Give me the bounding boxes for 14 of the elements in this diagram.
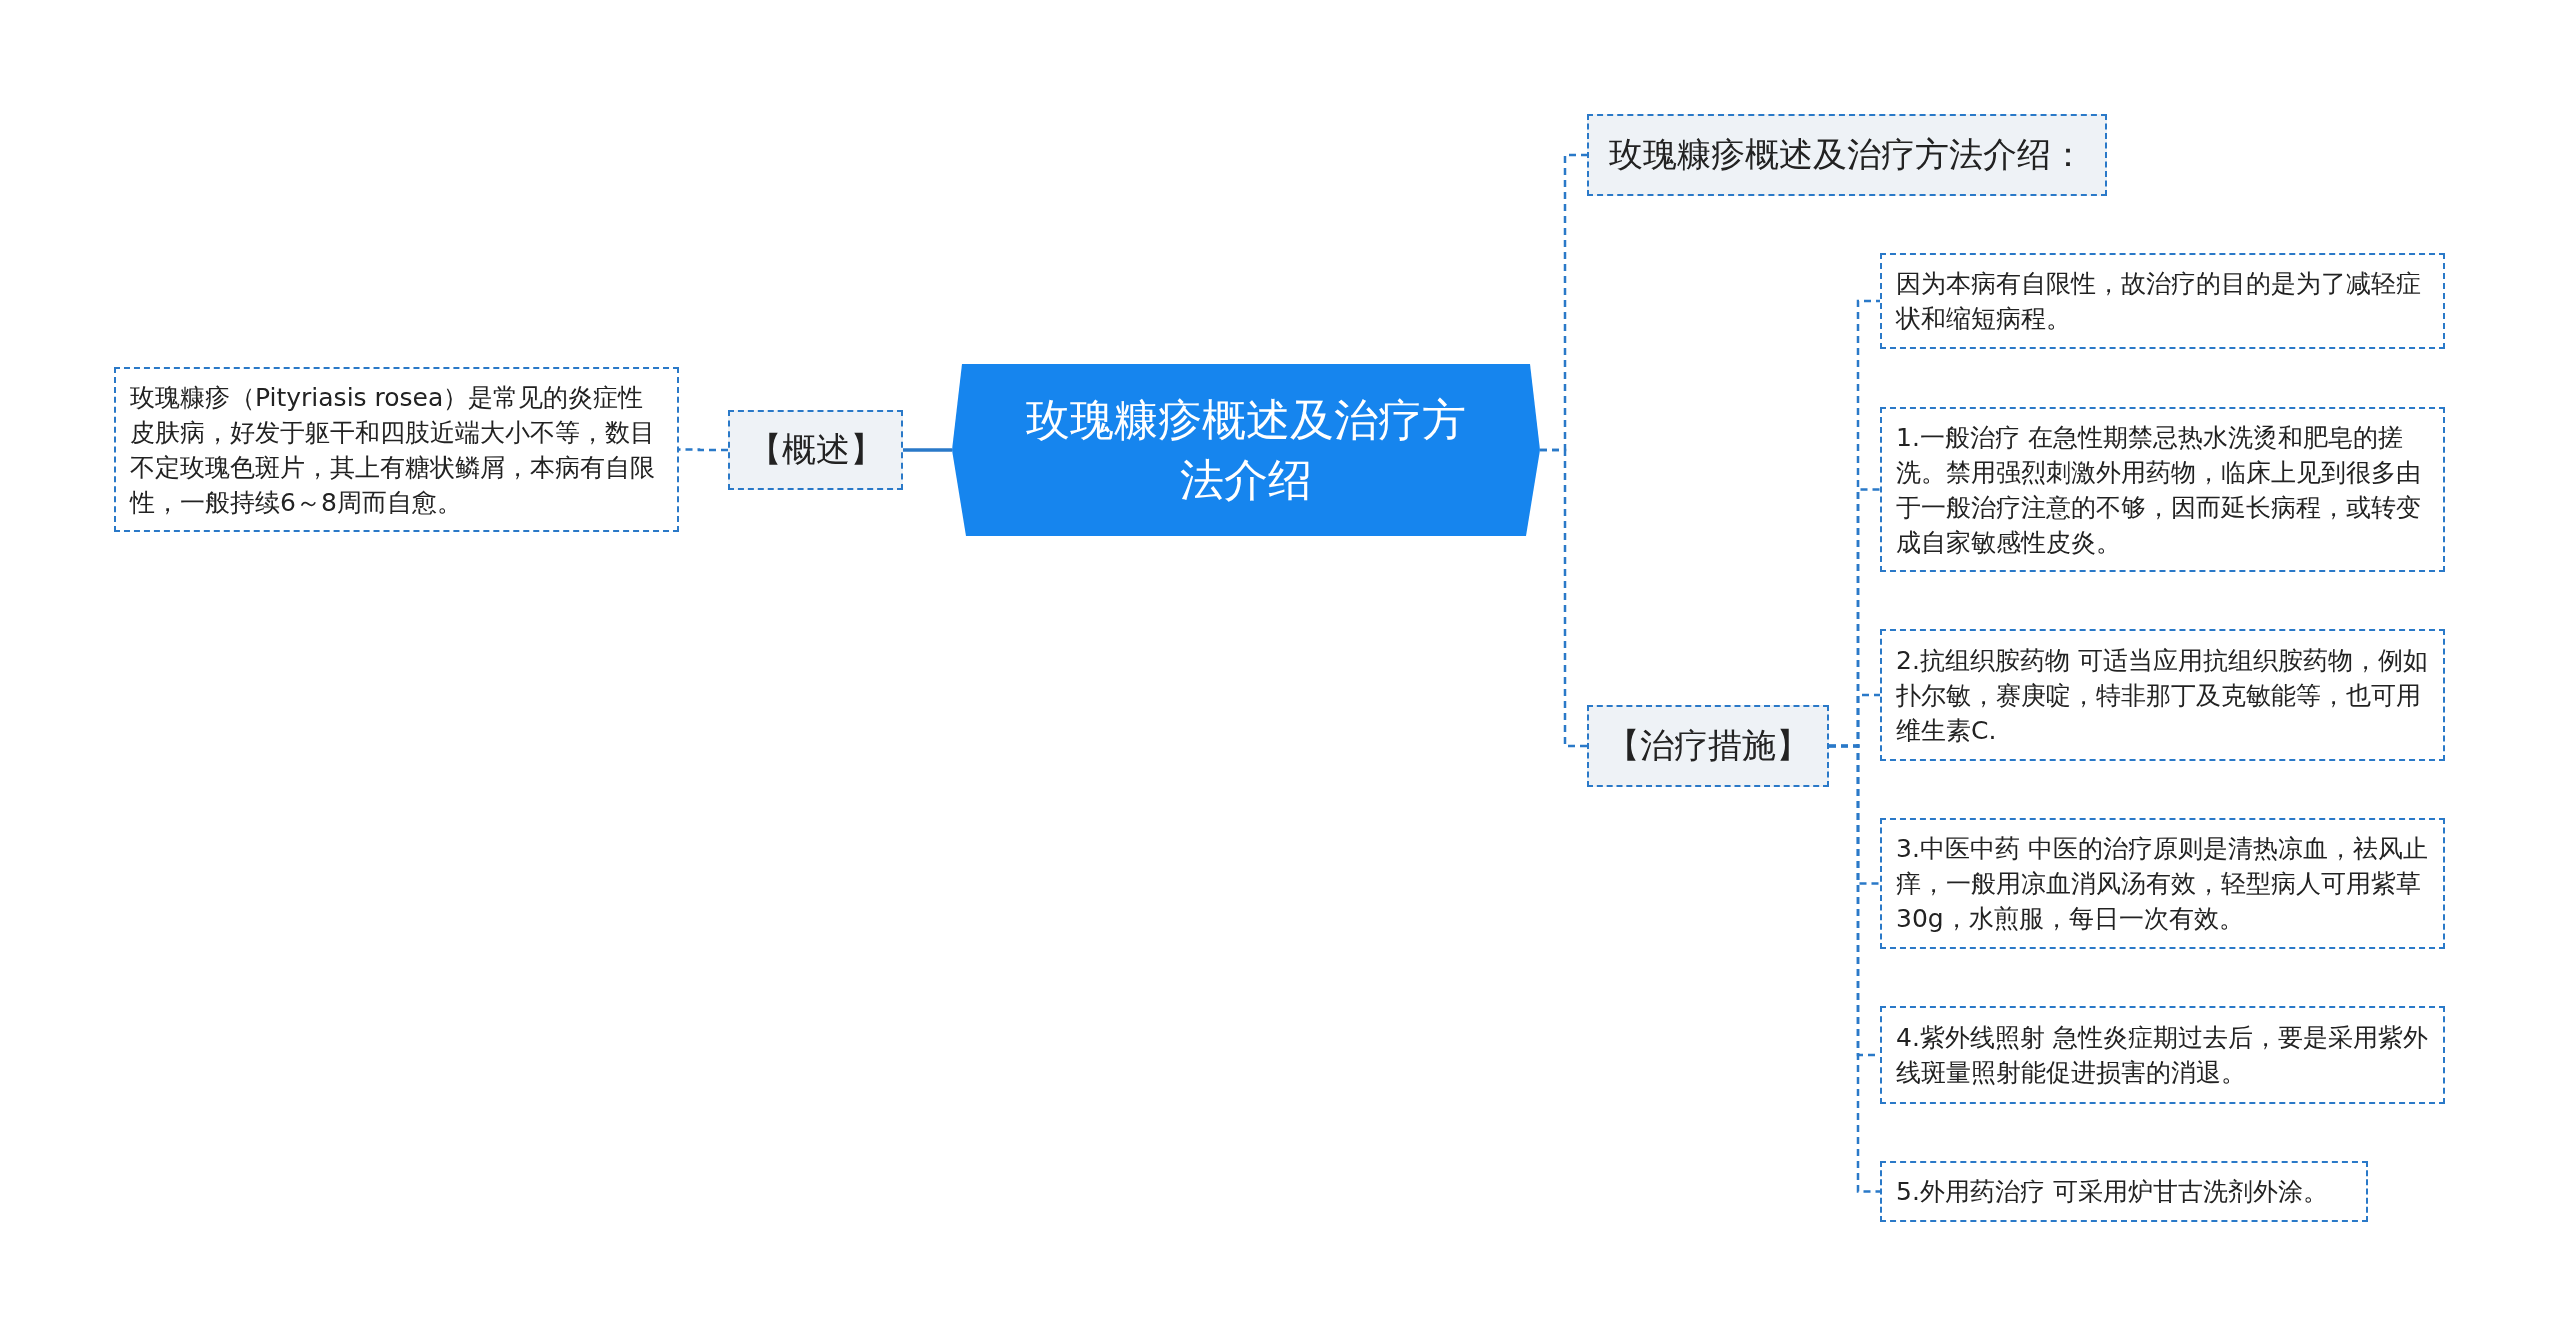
- text-box: 5.外用药治疗 可采用炉甘古洗剂外涂。: [1880, 1161, 2368, 1222]
- branch-box: 【治疗措施】: [1587, 705, 1829, 787]
- branch-box: 玫瑰糠疹概述及治疗方法介绍：: [1587, 114, 2107, 196]
- connector-line: [903, 448, 952, 452]
- text-box: 4.紫外线照射 急性炎症期过去后，要是采用紫外线斑量照射能促进损害的消退。: [1880, 1006, 2445, 1104]
- connector-line: [1540, 448, 1587, 748]
- text-box: 2.抗组织胺药物 可适当应用抗组织胺药物，例如扑尔敏，赛庚啶，特非那丁及克敏能等，也可用维生素C.: [1880, 629, 2445, 761]
- branch-box: 【概述】: [728, 410, 903, 490]
- text-box: 玫瑰糠疹（Pityriasis rosea）是常见的炎症性皮肤病，好发于躯干和四肢近端大小不等，数目不定玫瑰色斑片，其上有糖状鳞屑，本病有自限性，一般持续6～8周而自愈。: [114, 367, 679, 532]
- connector-line: [679, 448, 728, 452]
- connector-line: [1829, 744, 1880, 1193]
- text-box: 3.中医中药 中医的治疗原则是清热凉血，祛风止痒，一般用凉血消风汤有效，轻型病人可用紫草30g，水煎服，每日一次有效。: [1880, 818, 2445, 949]
- text-box: 1.一般治疗 在急性期禁忌热水洗烫和肥皂的搓洗。禁用强烈刺激外用药物，临床上见到很多由于一般治疗注意的不够，因而延长病程，或转变成自家敏感性皮炎。: [1880, 407, 2445, 572]
- text-box: 因为本病有自限性，故治疗的目的是为了减轻症状和缩短病程。: [1880, 253, 2445, 349]
